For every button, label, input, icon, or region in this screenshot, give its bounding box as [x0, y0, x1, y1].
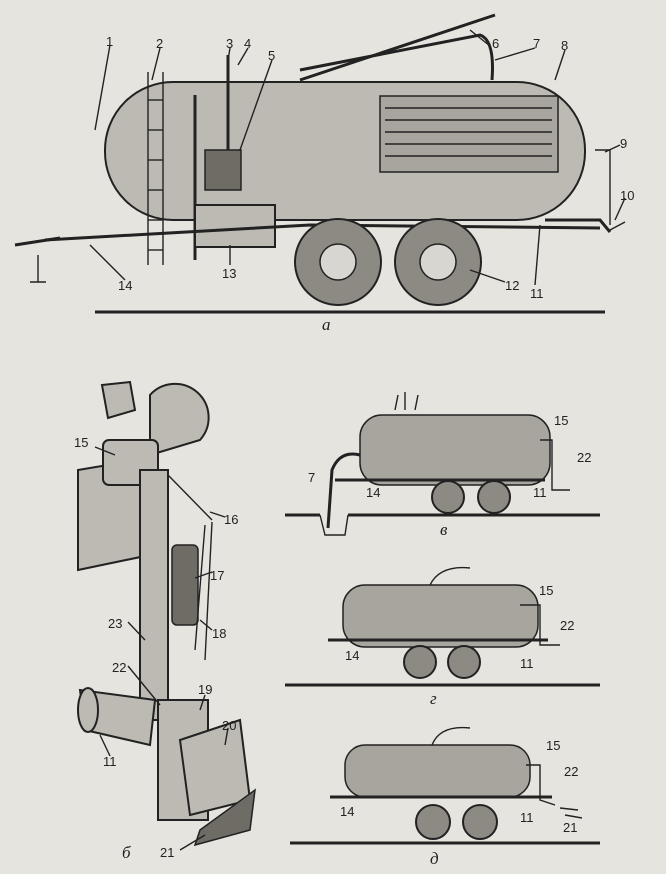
- wheel-v-1: [431, 480, 465, 514]
- callout-b-18: 18: [212, 626, 226, 641]
- view-v: 15 22 7 14 11 в: [285, 392, 600, 539]
- callout-b-23: 23: [108, 616, 122, 631]
- caption-a: а: [322, 315, 331, 334]
- callout-a-11: 11: [530, 286, 544, 301]
- pit: [319, 514, 349, 536]
- caption-v: в: [440, 520, 448, 539]
- valve-box: [204, 149, 242, 191]
- callout-d-11: 11: [520, 810, 534, 825]
- tool-box: [194, 204, 276, 248]
- wheel-v-2: [477, 480, 511, 514]
- callout-g-11: 11: [520, 656, 534, 671]
- hose-g: [429, 566, 471, 586]
- inlet-end: [77, 687, 99, 733]
- leader-lines-b: [94, 446, 229, 851]
- callout-b-21: 21: [160, 845, 174, 860]
- spreader-plate: [609, 221, 626, 231]
- view-d: 15 22 14 11 21 д: [290, 726, 600, 868]
- callout-a-14: 14: [118, 278, 132, 293]
- tie-rods: [194, 521, 213, 661]
- drawbar: [14, 236, 61, 247]
- callout-b-16: 16: [224, 512, 238, 527]
- rear-hub: [419, 243, 457, 281]
- callout-d-14: 14: [340, 804, 354, 819]
- vertical-pipe-b: [139, 469, 169, 721]
- front-hub: [319, 243, 357, 281]
- callout-d-22: 22: [564, 764, 578, 779]
- callout-v-14: 14: [366, 485, 380, 500]
- callout-g-14: 14: [345, 648, 359, 663]
- rear-valve-v: [540, 439, 570, 491]
- callout-a-10: 10: [620, 188, 634, 203]
- hydraulic-cylinder: [171, 544, 199, 626]
- callout-a-5: 5: [268, 48, 275, 63]
- callout-b-20: 20: [222, 718, 236, 733]
- spray-lines-d: [559, 807, 583, 819]
- tank-v: [359, 414, 551, 486]
- caption-d: д: [430, 849, 439, 868]
- suction-hose-v: [326, 452, 361, 529]
- view-g: 15 22 14 11 г: [285, 566, 600, 708]
- callout-g-15: 15: [539, 583, 553, 598]
- callout-a-2: 2: [156, 36, 163, 51]
- support-jack: [30, 255, 46, 283]
- callout-a-9: 9: [620, 136, 627, 151]
- chassis-frame: [44, 223, 601, 242]
- rear-valve-g: [520, 604, 560, 646]
- level-window-lines: [385, 107, 552, 157]
- callout-v-15: 15: [554, 413, 568, 428]
- wheel-d-2: [462, 804, 498, 840]
- callout-v-7: 7: [308, 470, 315, 485]
- callout-b-19: 19: [198, 682, 212, 697]
- callout-a-6: 6: [492, 36, 499, 51]
- callout-g-22: 22: [560, 618, 574, 633]
- hose-d: [431, 726, 471, 746]
- view-a: 1 2 3 4 5 6 7 8 9 10 11 12 13 14 а: [14, 13, 634, 334]
- callout-a-4: 4: [244, 36, 251, 51]
- suction-hose: [299, 33, 494, 81]
- suction-pipe: [299, 13, 496, 82]
- callout-b-15: 15: [74, 435, 88, 450]
- caption-b: б: [122, 843, 131, 862]
- wheel-g-1: [403, 645, 437, 679]
- top-plate: [100, 380, 137, 420]
- callout-d-15: 15: [546, 738, 560, 753]
- callout-a-1: 1: [106, 34, 113, 49]
- callout-v-11: 11: [533, 485, 547, 500]
- callout-b-22: 22: [112, 660, 126, 675]
- flange-disc: [149, 382, 210, 457]
- callout-d-21: 21: [563, 820, 577, 835]
- callout-a-12: 12: [505, 278, 519, 293]
- wheel-d-1: [415, 804, 451, 840]
- leader-lines-a: [89, 29, 626, 286]
- callout-a-13: 13: [222, 266, 236, 281]
- callout-b-11: 11: [103, 754, 117, 769]
- tank-d: [344, 744, 531, 798]
- view-b: 15 16 17 18 23 22 19 20 11 21 б: [74, 380, 256, 862]
- callout-a-7: 7: [533, 36, 540, 51]
- caption-g: г: [430, 689, 437, 708]
- callout-a-8: 8: [561, 38, 568, 53]
- rear-valve-d: [526, 764, 556, 806]
- vent-arrows-v: [394, 392, 419, 411]
- lever-arm: [167, 474, 213, 521]
- wheel-g-2: [447, 645, 481, 679]
- callout-b-17: 17: [210, 568, 224, 583]
- callout-v-22: 22: [577, 450, 591, 465]
- tank-g: [342, 584, 539, 648]
- rear-bracket: [595, 149, 611, 225]
- callout-a-3: 3: [226, 36, 233, 51]
- rear-discharge-pipe: [545, 218, 612, 233]
